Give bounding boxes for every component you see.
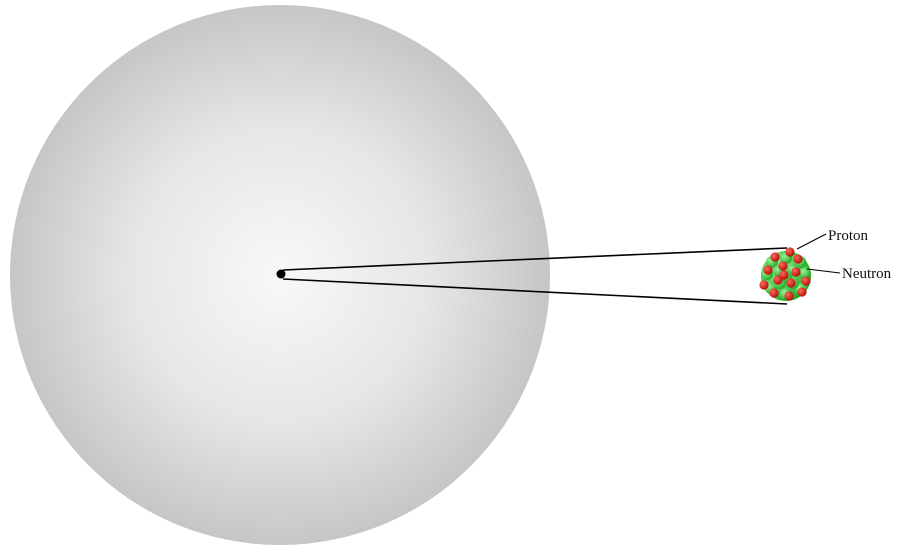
proton-sphere (801, 276, 810, 285)
proton-sphere (763, 265, 772, 274)
proton-sphere (759, 280, 768, 289)
proton-sphere (786, 278, 795, 287)
proton-sphere (785, 247, 794, 256)
nucleus-point (277, 270, 286, 279)
proton-sphere (770, 252, 779, 261)
proton-sphere (791, 267, 800, 276)
proton-sphere (778, 261, 787, 270)
proton-sphere (793, 254, 802, 263)
proton-sphere (769, 288, 778, 297)
proton-sphere (784, 291, 793, 300)
neutron-label: Neutron (842, 266, 892, 282)
proton-label: Proton (828, 228, 869, 244)
proton-sphere (779, 270, 788, 279)
neutron-leader-line (807, 269, 840, 273)
proton-sphere (797, 287, 806, 296)
nucleus-enlarged (759, 247, 811, 301)
proton-leader-line (797, 234, 826, 249)
